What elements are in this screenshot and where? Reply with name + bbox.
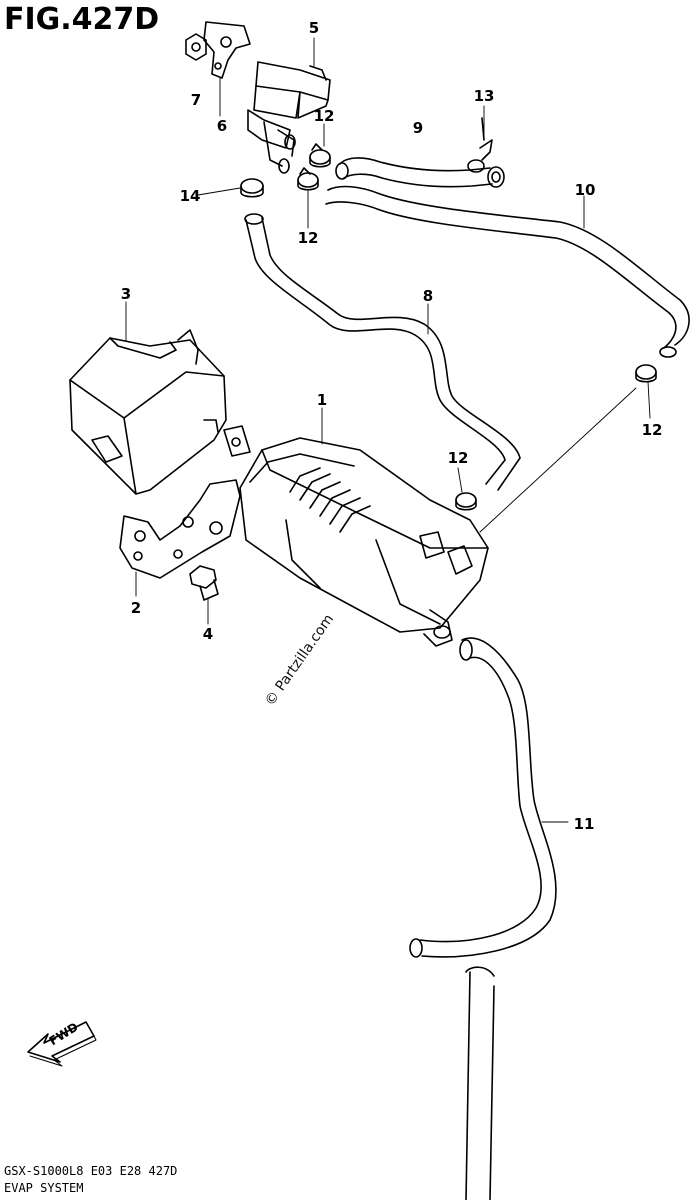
hose-11 — [409, 637, 557, 1200]
callout-12-middle: 12 — [297, 229, 319, 247]
evap-canister-1 — [239, 437, 489, 647]
clamp-14 — [240, 178, 264, 198]
callout-10: 10 — [574, 181, 596, 199]
callout-4: 4 — [202, 625, 214, 643]
hose-10 — [325, 185, 690, 358]
solenoid-valve-5 — [247, 61, 331, 174]
callout-6: 6 — [216, 117, 228, 135]
callout-5: 5 — [308, 19, 320, 37]
fwd-arrow-icon — [27, 1021, 97, 1067]
callout-11: 11 — [573, 815, 595, 833]
hose-9 — [335, 157, 505, 188]
callout-12-right: 12 — [641, 421, 663, 439]
callout-12-upper: 12 — [313, 107, 335, 125]
nut-7 — [185, 33, 207, 61]
bolt-4 — [189, 565, 219, 601]
footer-model-line: GSX-S1000L8 E03 E28 427D — [4, 1164, 178, 1178]
figure-title: FIG.427D — [4, 2, 160, 37]
callout-7: 7 — [190, 91, 202, 109]
bracket-2 — [119, 425, 251, 579]
footer-section-name: EVAP SYSTEM — [4, 1181, 84, 1195]
clamp-12-right — [635, 364, 657, 383]
canister-cover-3 — [69, 329, 227, 495]
leader-lines — [125, 37, 651, 823]
bracket-6 — [203, 21, 251, 79]
callout-12-canister: 12 — [447, 449, 469, 467]
clip-13 — [467, 117, 493, 173]
clamp-12-upper-b — [297, 167, 319, 191]
clamp-12-upper — [309, 143, 331, 168]
callout-8: 8 — [422, 287, 434, 305]
callout-1: 1 — [316, 391, 328, 409]
callout-3: 3 — [120, 285, 132, 303]
clamp-12-canister — [455, 492, 477, 511]
callout-13: 13 — [473, 87, 495, 105]
hose-8 — [244, 213, 521, 491]
callout-2: 2 — [130, 599, 142, 617]
callout-9: 9 — [412, 119, 424, 137]
callout-14: 14 — [179, 187, 201, 205]
